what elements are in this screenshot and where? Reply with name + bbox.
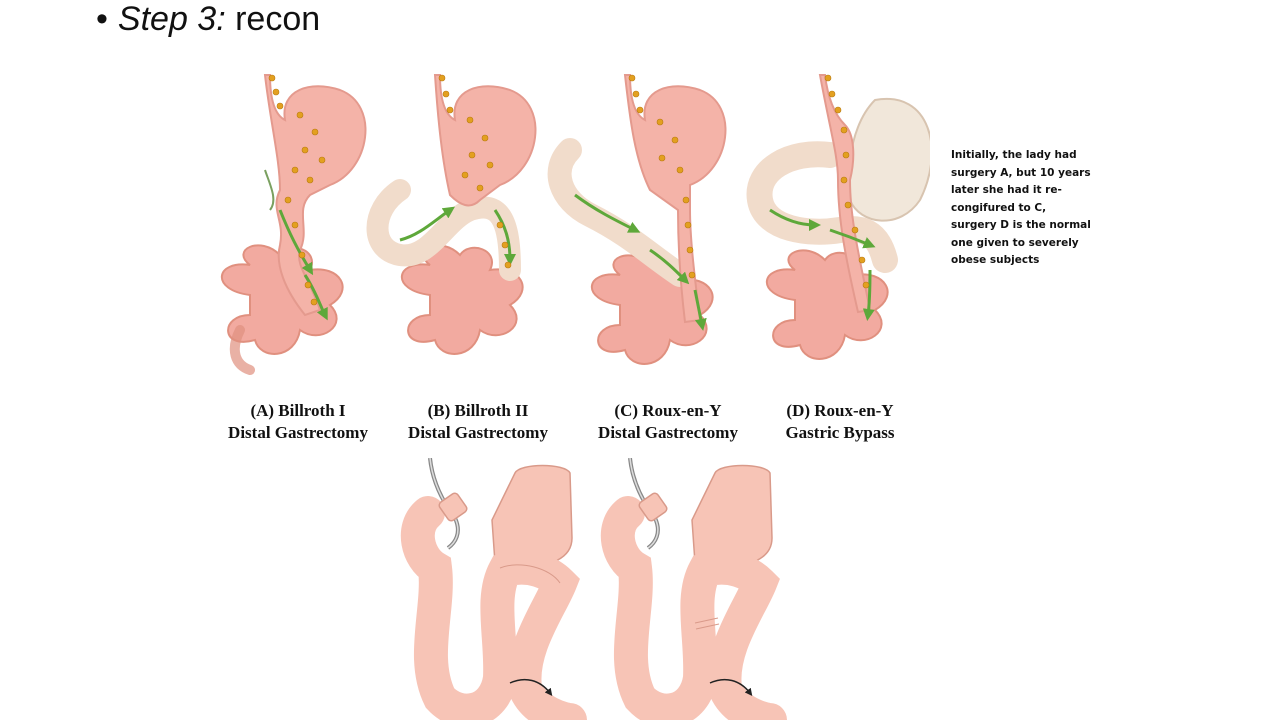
surgery-illustrations bbox=[220, 74, 930, 375]
bullet-glyph: • bbox=[96, 0, 108, 38]
panel-a-illustration bbox=[220, 74, 367, 375]
side-note: Initially, the lady had surgery A, but 1… bbox=[951, 149, 1091, 266]
lower-reconstruction-drawings bbox=[400, 458, 787, 720]
panel-label-c: (C) Roux-en-Y Distal Gastrectomy bbox=[573, 400, 763, 444]
panel-label-a: (A) Billroth I Distal Gastrectomy bbox=[203, 400, 393, 444]
panel-label-b: (B) Billroth II Distal Gastrectomy bbox=[383, 400, 573, 444]
panel-b-illustration bbox=[366, 74, 537, 355]
panel-label-a-line2: Distal Gastrectomy bbox=[228, 423, 368, 442]
panel-label-a-line1: (A) Billroth I bbox=[250, 401, 346, 420]
panel-c-illustration bbox=[547, 74, 727, 365]
panel-label-d-line2: Gastric Bypass bbox=[785, 423, 895, 442]
slide-title: •Step 3: recon bbox=[96, 0, 320, 39]
title-topic: recon bbox=[225, 0, 321, 38]
panel-label-b-line1: (B) Billroth II bbox=[427, 401, 529, 420]
panel-label-c-line1: (C) Roux-en-Y bbox=[614, 401, 722, 420]
lower-drawing-right bbox=[600, 458, 787, 720]
panel-d-illustration bbox=[746, 74, 930, 360]
panel-label-d: (D) Roux-en-Y Gastric Bypass bbox=[745, 400, 935, 444]
panel-label-c-line2: Distal Gastrectomy bbox=[598, 423, 738, 442]
lower-drawing-left bbox=[400, 458, 587, 720]
title-step: Step 3: bbox=[117, 0, 226, 38]
panel-label-d-line1: (D) Roux-en-Y bbox=[786, 401, 894, 420]
panel-label-b-line2: Distal Gastrectomy bbox=[408, 423, 548, 442]
